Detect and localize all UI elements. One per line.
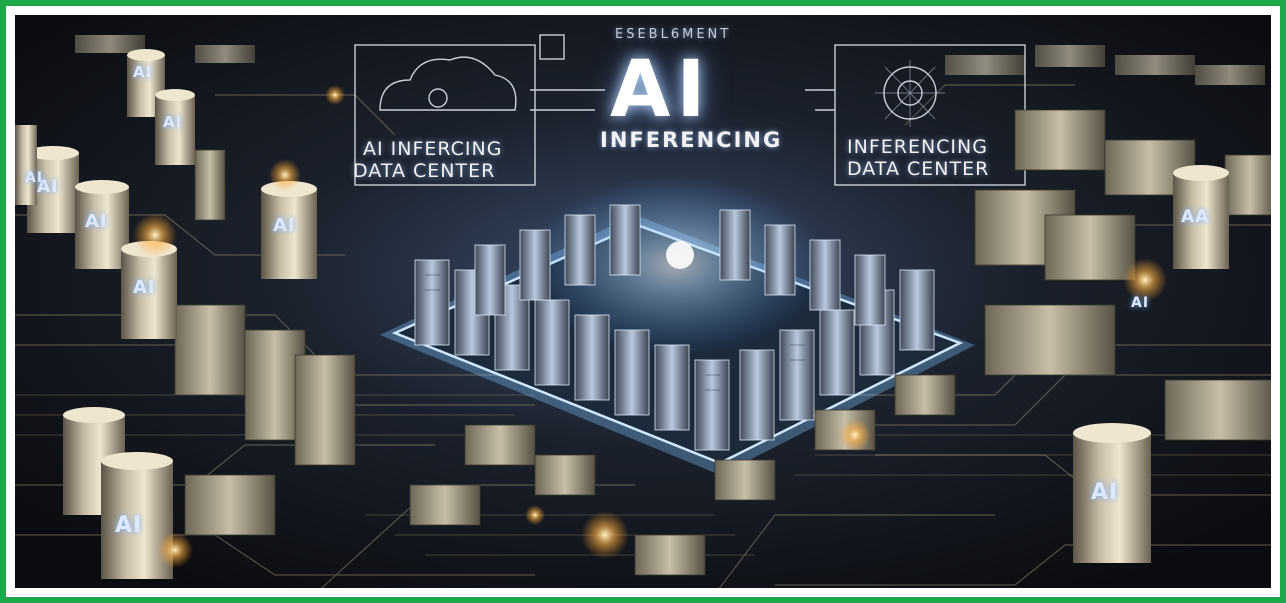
cylinder-tag: AA: [1181, 207, 1210, 227]
cylinder-tag: AI: [133, 277, 156, 298]
cylinder-tag: AI: [25, 170, 44, 186]
hero-subtitle: INFERENCING: [600, 128, 783, 152]
right-hologram-line-1: INFERENCING: [847, 136, 988, 158]
data-center-scene: ESEBL6MENT AI INFERENCING AI INFERCING D…: [15, 15, 1271, 588]
left-hologram-line-2: DATA CENTER: [353, 160, 496, 182]
right-hologram-line-2: DATA CENTER: [847, 158, 990, 180]
cylinder-tag: AI: [1131, 295, 1150, 311]
scene-artwork: [15, 15, 1271, 588]
cylinder-tag: AI: [163, 113, 183, 131]
cylinder-tag: AI: [85, 211, 108, 232]
cylinder-tag: AI: [273, 215, 296, 236]
hologram-header-text: ESEBL6MENT: [615, 27, 732, 42]
cylinder-tag: AI: [37, 177, 59, 197]
cylinder-tag: AI: [1091, 480, 1119, 505]
left-hologram-line-1: AI INFERCING: [363, 138, 503, 160]
cylinder-tag: AI: [133, 63, 153, 81]
hero-title: AI: [610, 45, 712, 135]
cylinder-tag: AI: [115, 513, 143, 538]
